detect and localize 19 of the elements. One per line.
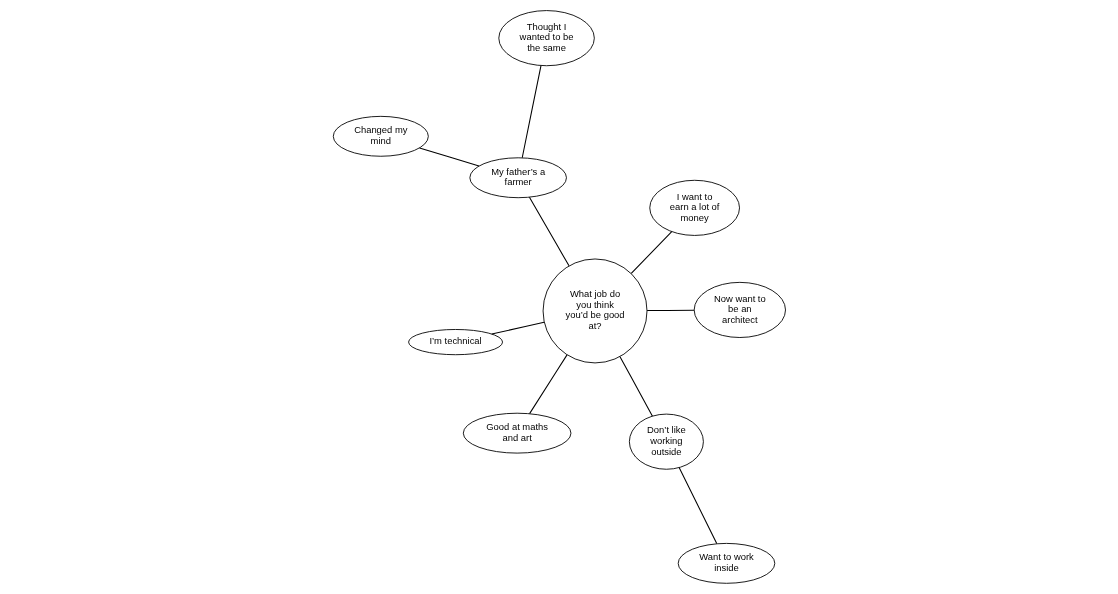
node-ellipse: Changed my mind (332, 115, 429, 157)
connector (678, 466, 717, 545)
connector (490, 321, 545, 335)
connector (618, 356, 653, 417)
connector (528, 354, 568, 415)
connector (528, 196, 570, 267)
node-ellipse: Thought I wanted to be the same (497, 10, 595, 67)
connector (646, 309, 695, 312)
node-ellipse: Now want to be an architect (693, 281, 786, 338)
connector (418, 147, 479, 167)
node-ellipse: Don’t like working outside (628, 413, 704, 470)
node-ellipse: Want to work inside (677, 542, 775, 584)
connector (521, 65, 541, 159)
node-ellipse: I want to earn a lot of money (648, 179, 740, 236)
node-circle: What job do you think you’d be good at? (542, 258, 647, 364)
node-ellipse: I’m technical (407, 329, 503, 356)
node-ellipse: My father’s a farmer (468, 157, 567, 199)
connector (630, 231, 672, 274)
node-ellipse: Good at maths and art (462, 412, 571, 454)
